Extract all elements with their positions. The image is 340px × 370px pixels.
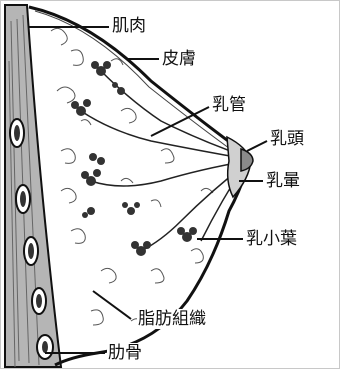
fat-texture (51, 28, 213, 325)
label-lobule: 乳小葉 (245, 229, 298, 249)
label-areola: 乳暈 (265, 171, 301, 191)
nipple-shape (241, 149, 253, 171)
label-rib: 肋骨 (107, 343, 143, 363)
lobule-clusters (71, 61, 197, 256)
label-skin: 皮膚 (161, 49, 197, 69)
label-duct: 乳管 (211, 95, 247, 115)
muscle-layer (5, 5, 61, 367)
label-fat: 脂肪組織 (137, 309, 207, 329)
label-muscle: 肌肉 (111, 16, 147, 36)
label-nipple: 乳頭 (269, 129, 305, 149)
